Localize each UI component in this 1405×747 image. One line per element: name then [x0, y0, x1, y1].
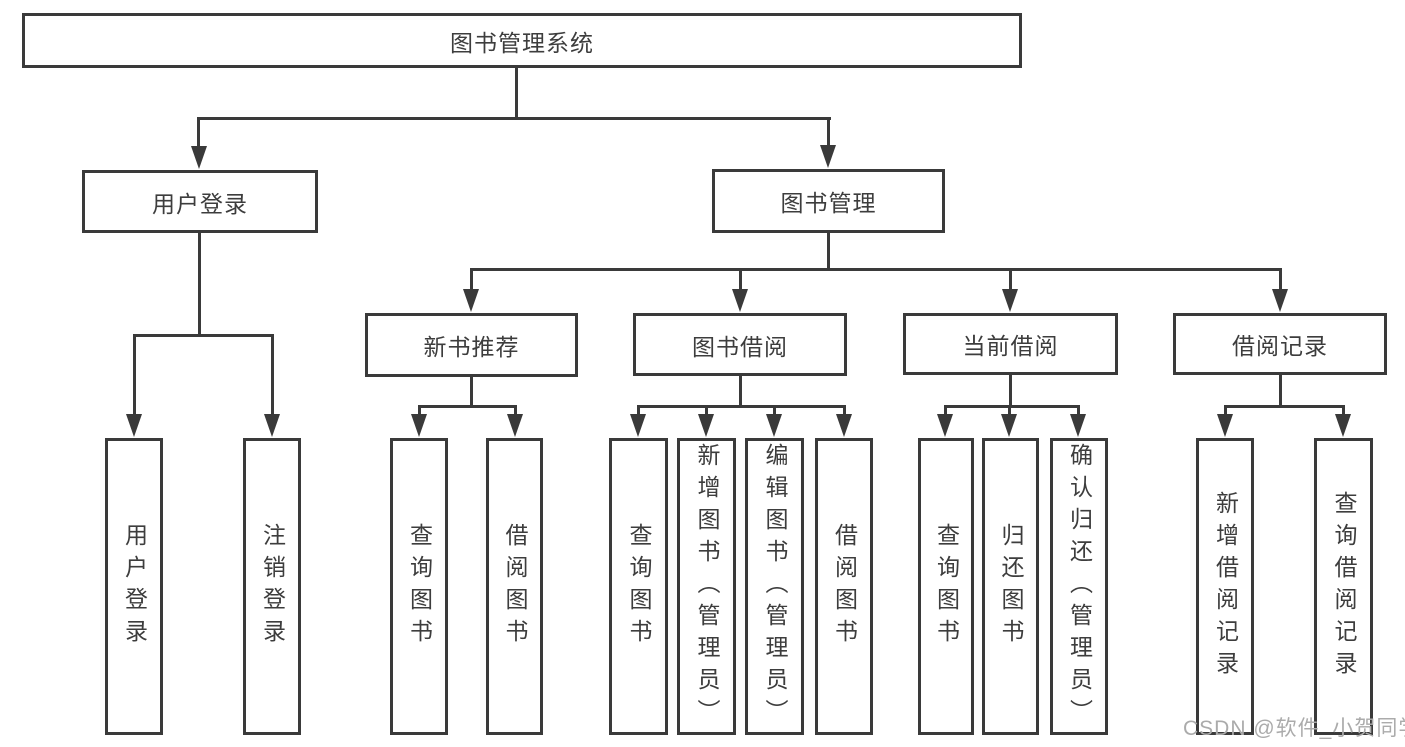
connector-current-borrow-stem: [1009, 268, 1012, 293]
arrowhead-leaf-e1-icon: [1217, 414, 1233, 437]
connector-book-mgmt-stem: [827, 117, 830, 150]
node-current-borrow: 当前借阅: [903, 313, 1118, 375]
connector-book-mgmt-down: [827, 233, 830, 271]
arrowhead-current-borrow-icon: [1002, 289, 1018, 312]
connector-leaf-c3-stem: [773, 405, 776, 418]
leaf-edit-book-admin: 编辑图书（管理员）: [745, 438, 804, 735]
leaf-borrow-book: 借阅图书: [815, 438, 873, 735]
leaf-query-books-current: 查询图书: [918, 438, 974, 735]
node-borrow-record-label: 借阅记录: [1232, 333, 1328, 359]
leaf-add-book-admin: 新增图书（管理员）: [677, 438, 736, 735]
leaf-query-books-recommend: 查询图书: [390, 438, 448, 735]
connector-borrow-record-stem: [1279, 268, 1282, 293]
connector-user-login-down: [198, 233, 201, 336]
node-book-borrow-label: 图书借阅: [692, 333, 788, 360]
leaf-return-book-label: 归还图书: [998, 522, 1024, 651]
connector-leaf-c4-stem: [843, 405, 846, 418]
arrowhead-leaf-d3-icon: [1070, 414, 1086, 437]
node-current-borrow-label: 当前借阅: [962, 333, 1059, 359]
arrowhead-book-mgmt-icon: [820, 145, 836, 168]
connector-user-login-stem: [197, 117, 200, 150]
leaf-logout: 注销登录: [243, 438, 301, 735]
connector-current-borrow-down: [1009, 375, 1012, 408]
arrowhead-borrow-record-icon: [1272, 289, 1288, 312]
node-borrow-record: 借阅记录: [1173, 313, 1387, 375]
connector-leaf-d3-stem: [1077, 405, 1080, 418]
connector-new-book-stem: [470, 268, 473, 293]
node-book-management-label: 图书管理: [780, 190, 877, 216]
arrowhead-leaf-e2-icon: [1335, 414, 1351, 437]
leaf-return-book: 归还图书: [982, 438, 1039, 735]
arrowhead-leaf-c1-icon: [630, 414, 646, 437]
node-user-login: 用户登录: [82, 170, 318, 233]
arrowhead-leaf-c4-icon: [836, 414, 852, 437]
leaf-add-book-admin-label: 新增图书（管理员）: [694, 442, 720, 731]
arrowhead-leaf-c3-icon: [766, 414, 782, 437]
arrowhead-leaf-b1-icon: [411, 414, 427, 437]
connector-new-book-down: [470, 377, 473, 408]
connector-borrow-record-split: [1224, 405, 1345, 408]
arrowhead-book-borrow-icon: [732, 289, 748, 312]
connector-leaf-e1-stem: [1224, 405, 1227, 418]
node-book-management: 图书管理: [712, 169, 945, 233]
leaf-query-borrow-record: 查询借阅记录: [1314, 438, 1373, 735]
connector-root-stem: [515, 68, 518, 118]
connector-leaf-b2-stem: [514, 405, 517, 418]
leaf-confirm-return-admin: 确认归还（管理员）: [1050, 438, 1108, 735]
leaf-query-books-current-label: 查询图书: [933, 522, 960, 651]
leaf-query-borrow-record-label: 查询借阅记录: [1331, 490, 1357, 683]
arrowhead-leaf-c2-icon: [698, 414, 714, 437]
node-book-borrow: 图书借阅: [633, 313, 847, 376]
connector-leaf-a1-stem: [133, 334, 136, 418]
connector-leaf-c2-stem: [705, 405, 708, 418]
connector-leaf-e2-stem: [1342, 405, 1345, 418]
leaf-query-books-borrow-label: 查询图书: [626, 522, 652, 651]
leaf-query-books-recommend-label: 查询图书: [406, 522, 433, 651]
node-root: 图书管理系统: [22, 13, 1022, 68]
connector-leaf-c1-stem: [637, 405, 640, 418]
connector-leaf-d2-stem: [1008, 405, 1011, 418]
csdn-watermark: CSDN @软件_小贺同学: [1183, 717, 1405, 740]
arrowhead-leaf-a2-icon: [264, 414, 280, 437]
leaf-logout-label: 注销登录: [259, 522, 286, 651]
arrowhead-new-book-icon: [463, 289, 479, 312]
leaf-borrow-book-label: 借阅图书: [831, 522, 858, 651]
leaf-user-login: 用户登录: [105, 438, 163, 735]
node-user-login-label: 用户登录: [152, 190, 248, 217]
connector-book-borrow-split: [637, 405, 846, 408]
connector-user-login-split: [133, 334, 274, 337]
arrowhead-leaf-b2-icon: [507, 414, 523, 437]
arrowhead-leaf-a1-icon: [126, 414, 142, 437]
connector-book-borrow-down: [739, 376, 742, 408]
connector-book-borrow-stem: [739, 268, 742, 293]
node-new-book-recommend: 新书推荐: [365, 313, 578, 377]
connector-root-split: [197, 117, 831, 120]
leaf-add-borrow-record-label: 新增借阅记录: [1212, 490, 1239, 683]
connector-leaf-d1-stem: [944, 405, 947, 418]
connector-new-book-split: [418, 405, 517, 408]
leaf-borrow-books-recommend-label: 借阅图书: [502, 522, 528, 651]
connector-leaf-b1-stem: [418, 405, 421, 418]
node-new-book-recommend-label: 新书推荐: [423, 334, 520, 360]
arrowhead-leaf-d2-icon: [1001, 414, 1017, 437]
leaf-add-borrow-record: 新增借阅记录: [1196, 438, 1254, 735]
arrowhead-user-login-icon: [191, 146, 207, 169]
connector-level3-split: [470, 268, 1282, 271]
node-root-label: 图书管理系统: [450, 29, 594, 56]
leaf-edit-book-admin-label: 编辑图书（管理员）: [762, 442, 788, 731]
arrowhead-leaf-d1-icon: [937, 414, 953, 437]
connector-leaf-a2-stem: [271, 334, 274, 418]
leaf-borrow-books-recommend: 借阅图书: [486, 438, 543, 735]
leaf-query-books-borrow: 查询图书: [609, 438, 668, 735]
connector-current-borrow-split: [944, 405, 1080, 408]
leaf-confirm-return-admin-label: 确认归还（管理员）: [1066, 442, 1093, 731]
connector-borrow-record-down: [1279, 375, 1282, 408]
leaf-user-login-label: 用户登录: [121, 522, 148, 651]
